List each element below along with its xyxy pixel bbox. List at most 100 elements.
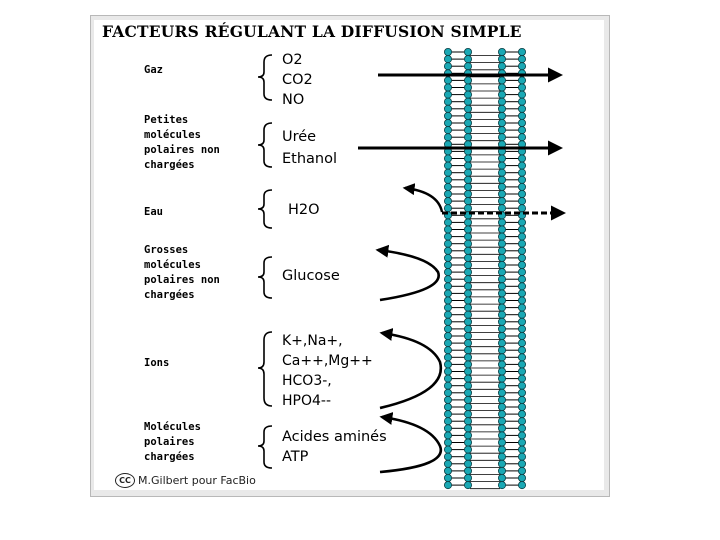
lipid-head — [518, 303, 527, 312]
category-eau: Eau — [144, 206, 163, 218]
lipid-head — [518, 452, 527, 461]
lipid-head — [463, 303, 472, 312]
lipid-head — [518, 360, 527, 369]
brace-petites — [257, 122, 273, 168]
molecules-eau: H2O — [288, 202, 320, 218]
lipid-head — [463, 154, 472, 163]
lipid-head — [443, 473, 452, 482]
lipid-head — [463, 459, 472, 468]
lipid-head — [518, 388, 527, 397]
lipid-head — [443, 424, 452, 433]
brace-eau — [257, 189, 273, 229]
lipid-head — [443, 104, 452, 113]
lipid-head — [443, 296, 452, 305]
lipid-head — [443, 119, 452, 128]
lipid-head — [443, 62, 452, 71]
lipid-head — [497, 111, 506, 120]
lipid-head — [497, 438, 506, 447]
lipid-head — [463, 175, 472, 184]
lipid-head — [497, 239, 506, 248]
lipid-head — [443, 417, 452, 426]
lipid-head — [443, 133, 452, 142]
lipid-head — [463, 402, 472, 411]
lipid-head — [518, 402, 527, 411]
lipid-head — [518, 83, 527, 92]
lipid-head — [518, 161, 527, 170]
lipid-head — [518, 197, 527, 206]
lipid-head — [443, 182, 452, 191]
lipid-head — [463, 97, 472, 106]
lipid-head — [463, 374, 472, 383]
lipid-head — [497, 431, 506, 440]
lipid-head — [518, 104, 527, 113]
lipid-head — [518, 111, 527, 120]
lipid-head — [443, 76, 452, 85]
lipid-head — [497, 161, 506, 170]
lipid-head — [443, 111, 452, 120]
lipid-head — [518, 438, 527, 447]
lipid-head — [463, 90, 472, 99]
lipid-head — [463, 410, 472, 419]
lipid-head — [443, 246, 452, 255]
lipid-head — [463, 282, 472, 291]
lipid-head — [443, 317, 452, 326]
lipid-head — [518, 189, 527, 198]
lipid-head — [497, 218, 506, 227]
lipid-head — [497, 388, 506, 397]
lipid-head — [443, 154, 452, 163]
lipid-head — [463, 296, 472, 305]
lipid-head — [463, 339, 472, 348]
brace-grosses — [257, 256, 273, 299]
lipid-head — [497, 246, 506, 255]
phospholipid-bilayer — [443, 48, 527, 490]
lipid-head — [463, 353, 472, 362]
lipid-head — [518, 119, 527, 128]
lipid-head — [443, 367, 452, 376]
lipid-head — [518, 374, 527, 383]
lipid-head — [463, 310, 472, 319]
brace-polaires — [257, 425, 273, 469]
lipid-head — [518, 324, 527, 333]
lipid-head — [443, 353, 452, 362]
lipid-head — [497, 339, 506, 348]
lipid-head — [443, 431, 452, 440]
lipid-head — [497, 97, 506, 106]
lipid-head — [443, 481, 452, 490]
lipid-head — [463, 360, 472, 369]
lipid-head — [518, 339, 527, 348]
lipid-head — [518, 232, 527, 241]
lipid-head — [497, 260, 506, 269]
arrow-ions-reflect — [379, 328, 443, 410]
lipid-head — [463, 76, 472, 85]
lipid-head — [518, 239, 527, 248]
lipid-head — [443, 168, 452, 177]
lipid-head — [497, 466, 506, 475]
lipid-head — [518, 282, 527, 291]
lipid-head — [463, 168, 472, 177]
lipid-head — [497, 104, 506, 113]
lipid-head — [463, 289, 472, 298]
lipid-head — [497, 374, 506, 383]
lipid-head — [463, 452, 472, 461]
lipid-head — [497, 154, 506, 163]
lipid-head — [463, 48, 472, 57]
lipid-head — [497, 204, 506, 213]
lipid-head — [443, 310, 452, 319]
lipid-head — [518, 48, 527, 57]
lipid-head — [497, 232, 506, 241]
lipid-head — [497, 402, 506, 411]
lipid-head — [463, 275, 472, 284]
lipid-head — [497, 367, 506, 376]
lipid-head — [443, 466, 452, 475]
lipid-head — [443, 97, 452, 106]
lipid-head — [443, 410, 452, 419]
lipid-head — [518, 275, 527, 284]
lipid-head — [463, 481, 472, 490]
lipid-head — [463, 55, 472, 64]
molecules-petites: Urée Ethanol — [282, 129, 338, 167]
lipid-head — [518, 260, 527, 269]
lipid-head — [518, 126, 527, 135]
lipid-head — [518, 367, 527, 376]
lipid-head — [463, 473, 472, 482]
arrow-eau-reflect — [402, 183, 444, 213]
